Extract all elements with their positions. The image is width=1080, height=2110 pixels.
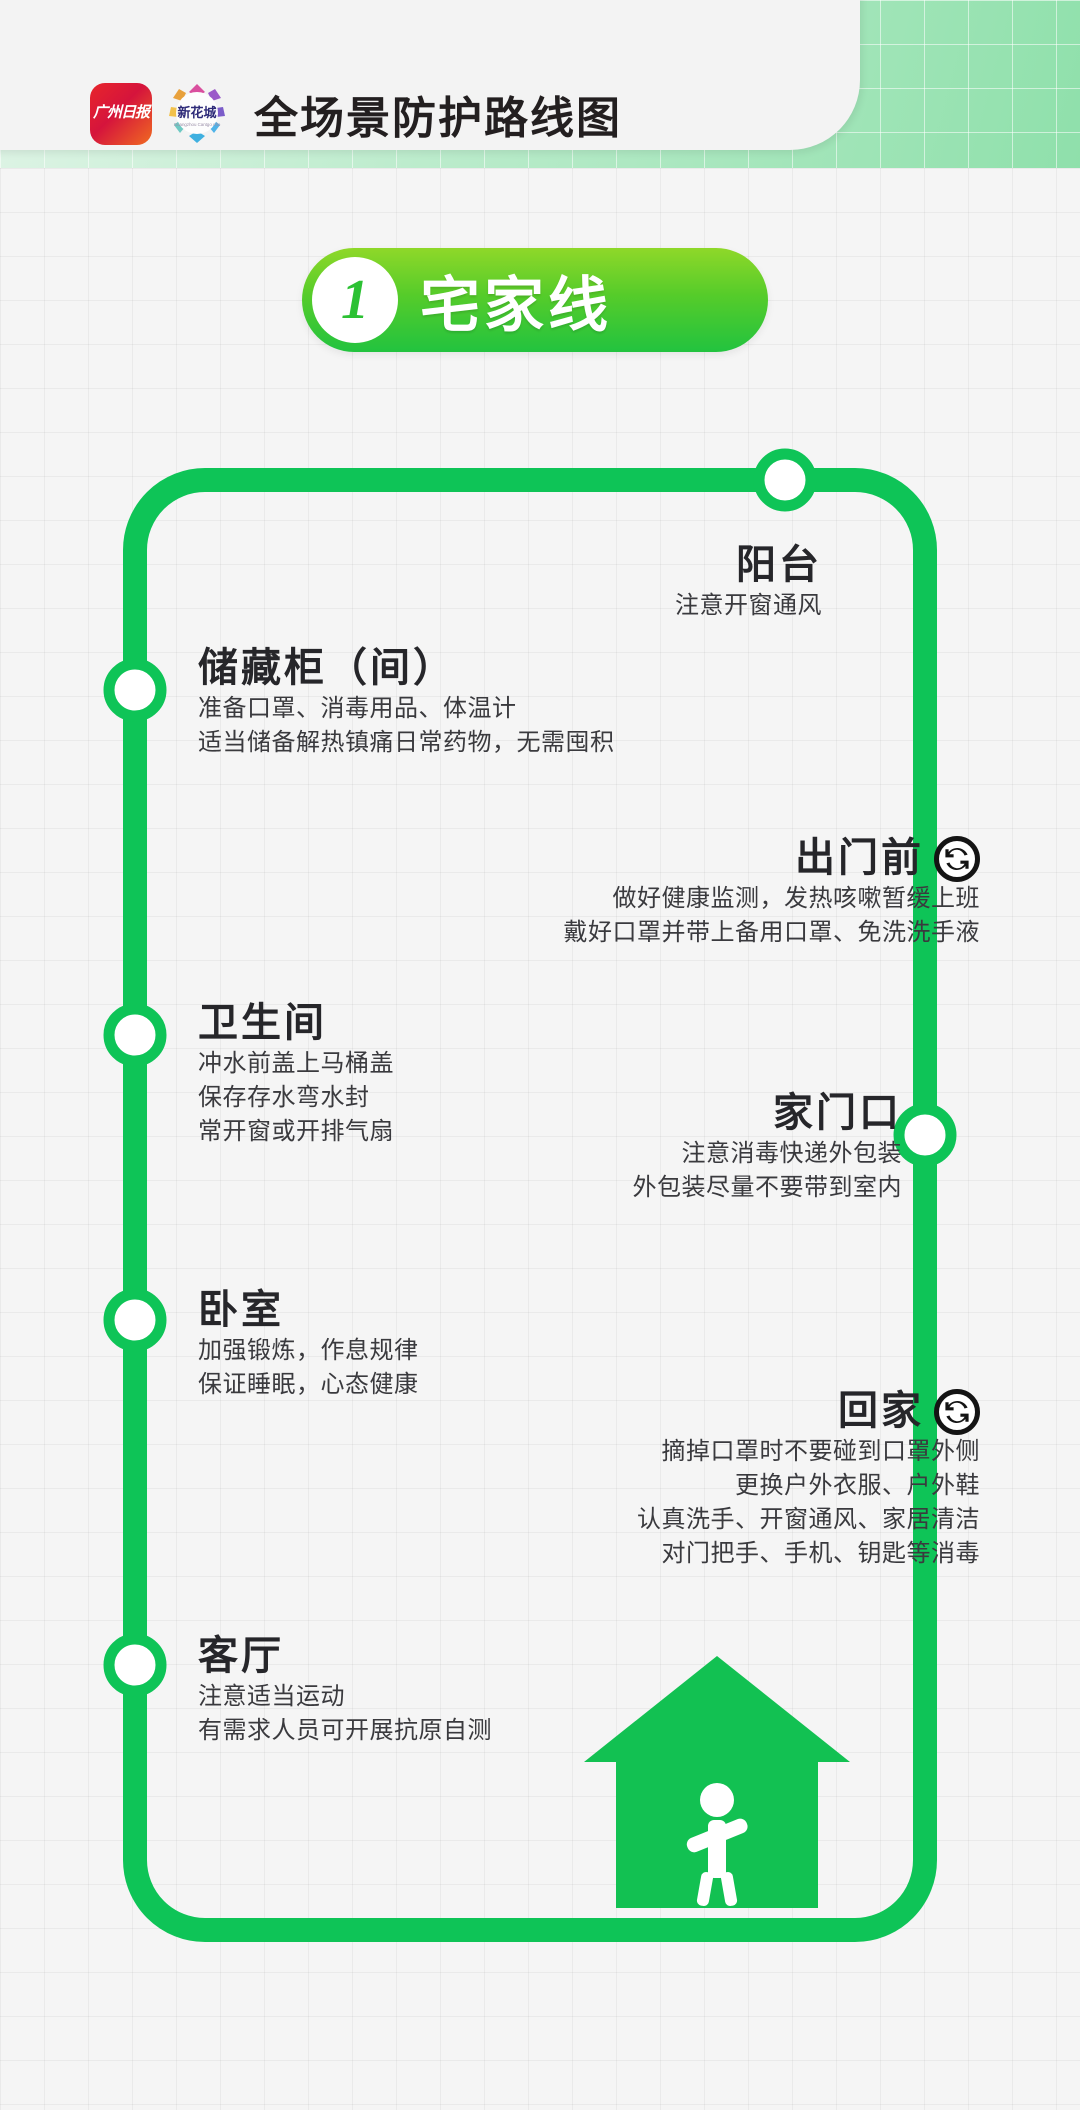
station-storage-cabinet-title-row: 储藏柜（间） <box>198 645 898 692</box>
station-bedroom-title: 卧室 <box>198 1288 284 1332</box>
station-balcony-line-0: 注意开窗通风 <box>675 592 822 620</box>
section-badge: 1 宅家线 <box>302 248 768 352</box>
station-before-going-out-line-1: 戴好口罩并带上备用口罩、免洗洗手液 <box>563 919 980 947</box>
xinhuacheng-logo-icon: 新花城 Guangzhou Cantgo Alto <box>169 84 225 143</box>
station-before-going-out-title: 出门前 <box>795 836 924 880</box>
header: 广州日报 新花城 Guangzhou Cantgo Alto <box>0 0 900 190</box>
station-balcony-title: 阳台 <box>736 543 822 587</box>
section-number: 1 <box>312 257 398 343</box>
svg-text:Guangzhou Cantgo Alto: Guangzhou Cantgo Alto <box>174 122 221 127</box>
station-front-door-line-1: 外包装尽量不要带到室内 <box>632 1174 902 1202</box>
page-title: 全场景防护路线图 <box>254 94 622 143</box>
station-balcony-title-row: 阳台 <box>182 542 822 589</box>
station-back-home-line-2: 认真洗手、开窗通风、家居清洁 <box>637 1506 980 1534</box>
station-bedroom: 卧室 加强锻炼，作息规律 保证睡眠，心态健康 <box>198 1287 898 1402</box>
transfer-station-icon <box>934 835 980 882</box>
station-storage-cabinet-title: 储藏柜（间） <box>198 646 456 690</box>
station-storage-cabinet: 储藏柜（间） 准备口罩、消毒用品、体温计 适当储备解热镇痛日常药物，无需囤积 <box>198 645 898 760</box>
station-living-room-line-1: 有需求人员可开展抗原自测 <box>198 1717 492 1745</box>
station-living-room-title-row: 客厅 <box>198 1633 898 1680</box>
station-bedroom-line-0: 加强锻炼，作息规律 <box>198 1337 419 1365</box>
station-before-going-out: 出门前 做好健康监测，发热咳嗽暂缓上班 戴好口罩并带上备用口罩、免洗洗手液 <box>180 835 980 950</box>
guangzhou-daily-logo: 广州日报 <box>90 83 152 145</box>
guangzhou-daily-logo-text: 广州日报 <box>92 105 150 122</box>
house-with-person-icon <box>582 1650 852 1910</box>
svg-text:新花城: 新花城 <box>177 105 216 120</box>
station-before-going-out-title-row: 出门前 <box>180 835 980 882</box>
station-bedroom-line-1: 保证睡眠，心态健康 <box>198 1371 419 1399</box>
station-living-room-line-0: 注意适当运动 <box>198 1683 345 1711</box>
station-back-home-title-row: 回家 <box>160 1388 980 1435</box>
station-living-room-title: 客厅 <box>198 1634 284 1678</box>
station-back-home-line-0: 摘掉口罩时不要碰到口罩外侧 <box>661 1438 980 1466</box>
station-bathroom: 卫生间 冲水前盖上马桶盖 保存存水弯水封 常开窗或开排气扇 <box>198 1000 898 1149</box>
station-living-room: 客厅 注意适当运动 有需求人员可开展抗原自测 <box>198 1633 898 1748</box>
station-front-door: 家门口 注意消毒快递外包装 外包装尽量不要带到室内 <box>142 1090 902 1205</box>
station-bathroom-line-0: 冲水前盖上马桶盖 <box>198 1050 394 1078</box>
station-front-door-title-row: 家门口 <box>142 1090 902 1137</box>
station-back-home: 回家 摘掉口罩时不要碰到口罩外侧 更换户外衣服、户外鞋 认真洗手、开窗通风、家居… <box>160 1388 980 1572</box>
xinhuacheng-logo: 新花城 Guangzhou Cantgo Alto <box>164 81 230 147</box>
station-bathroom-title: 卫生间 <box>198 1001 327 1045</box>
station-bathroom-title-row: 卫生间 <box>198 1000 898 1047</box>
station-storage-cabinet-line-0: 准备口罩、消毒用品、体温计 <box>198 695 517 723</box>
station-bathroom-line-1: 保存存水弯水封 <box>198 1084 370 1112</box>
station-bedroom-title-row: 卧室 <box>198 1287 898 1334</box>
station-back-home-title: 回家 <box>838 1389 924 1433</box>
station-back-home-line-1: 更换户外衣服、户外鞋 <box>735 1472 980 1500</box>
section-label: 宅家线 <box>420 271 612 339</box>
station-storage-cabinet-line-1: 适当储备解热镇痛日常药物，无需囤积 <box>198 729 615 757</box>
station-bathroom-line-2: 常开窗或开排气扇 <box>198 1118 394 1146</box>
station-balcony: 阳台 注意开窗通风 <box>182 542 822 623</box>
station-back-home-line-3: 对门把手、手机、钥匙等消毒 <box>661 1540 980 1568</box>
station-before-going-out-line-0: 做好健康监测，发热咳嗽暂缓上班 <box>612 885 980 913</box>
transfer-station-icon <box>934 1388 980 1435</box>
station-front-door-title: 家门口 <box>773 1091 902 1135</box>
station-front-door-line-0: 注意消毒快递外包装 <box>681 1140 902 1168</box>
